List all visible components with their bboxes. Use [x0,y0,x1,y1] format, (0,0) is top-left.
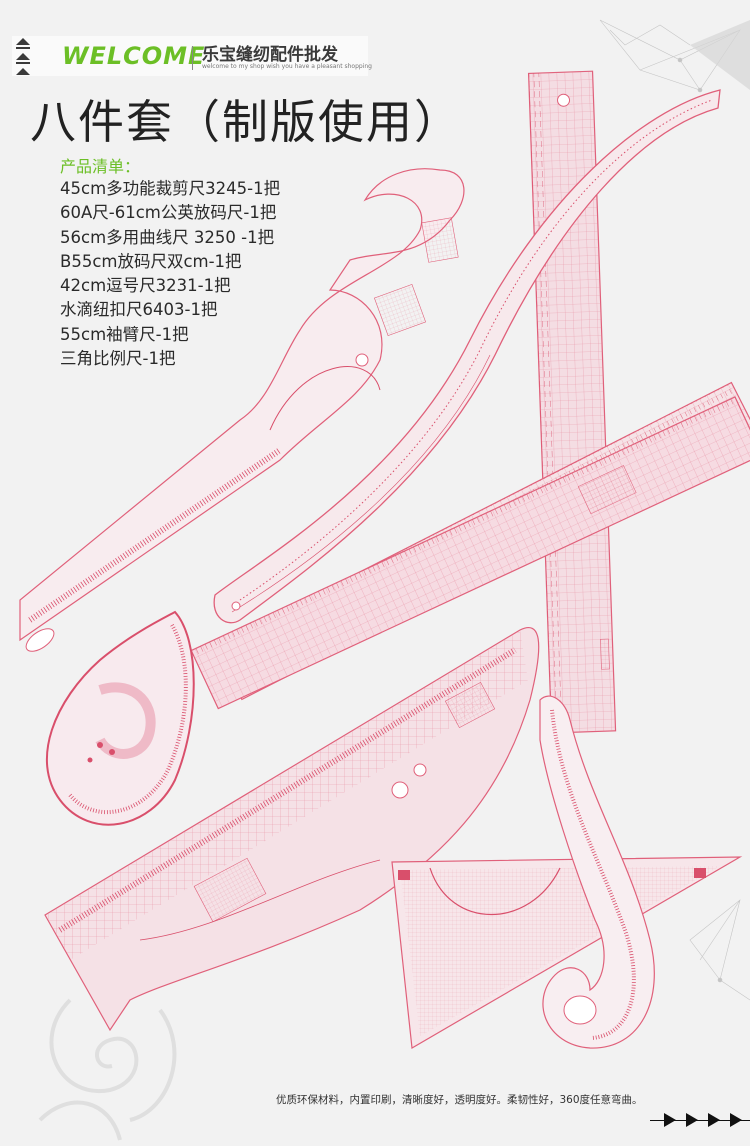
play-arrow-icon [664,1113,676,1127]
list-item: 42cm逗号尺3231-1把 [60,276,231,296]
ornament-swirl-icon [38,998,177,1141]
welcome-logo-text: WELCOME [62,42,206,70]
comma-curve-ruler [539,695,655,1049]
list-item: 三角比例尺-1把 [60,349,176,369]
grading-ruler-b55 [190,396,750,710]
list-item: 水滴纽扣尺6403-1把 [60,300,218,320]
shop-tagline: welcome to my shop wish you have a pleas… [202,63,372,70]
network-decoration-icon [499,19,750,1001]
footer-feature-note: 优质环保材料，内置印刷，清晰度好，透明度好。柔韧性好，360度任意弯曲。 [276,1094,643,1106]
play-arrow-icon [708,1113,720,1127]
header-divider [192,46,193,70]
list-item: 55cm袖臂尺-1把 [60,324,189,344]
play-arrow-icon [730,1113,742,1127]
french-curve-ruler [19,168,465,652]
product-list-heading: 产品清单： [60,157,141,176]
product-list: 45cm多功能裁剪尺3245-1把 60A尺-61cm公英放码尺-1把 56cm… [60,177,280,371]
teardrop-button-ruler [45,610,195,826]
welcome-banner [12,36,368,76]
page-title: 八件套（制版使用） [30,95,462,149]
list-item: B55cm放码尺双cm-1把 [60,251,242,271]
list-item: 60A尺-61cm公英放码尺-1把 [60,203,277,223]
list-item: 56cm多用曲线尺 3250 -1把 [60,227,275,247]
gray-triangle-decoration [690,20,750,90]
shop-name: 乐宝缝纫配件批发 [202,45,338,65]
play-arrow-icon [686,1113,698,1127]
long-curve-ruler [213,89,721,624]
footer-line [650,1120,750,1121]
list-item: 45cm多功能裁剪尺3245-1把 [60,179,281,198]
up-arrows-icon [16,38,30,79]
sleeve-curve-ruler [44,626,540,1032]
